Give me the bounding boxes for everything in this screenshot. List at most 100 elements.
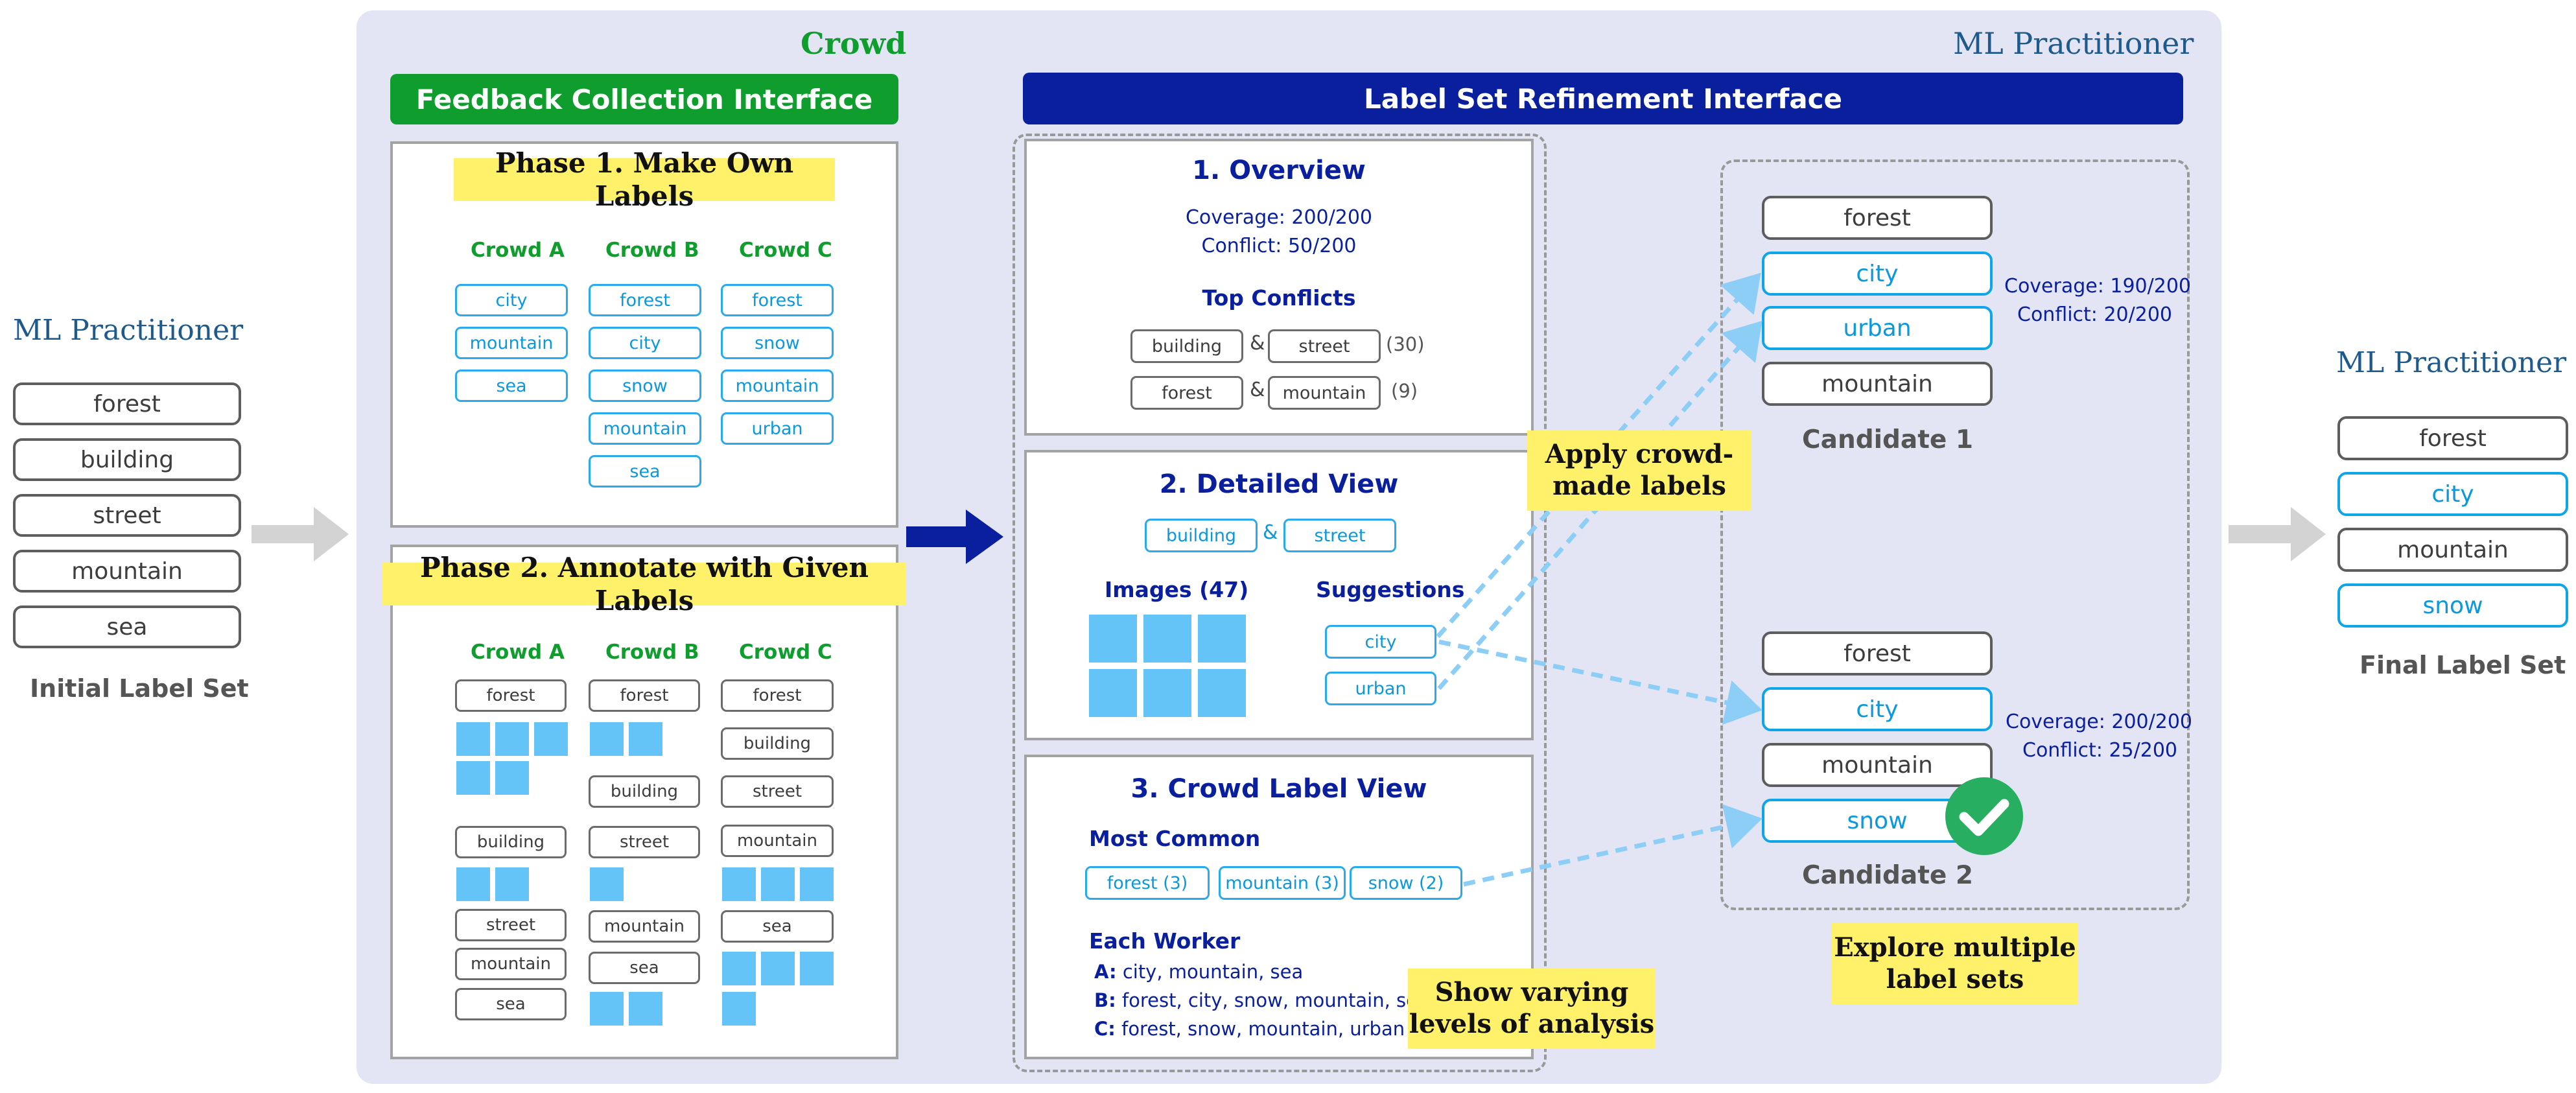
p1-b-label: city — [589, 327, 701, 359]
image-thumb[interactable] — [1143, 615, 1191, 663]
most-common-item[interactable]: forest (3) — [1085, 866, 1210, 900]
p1-b-label: mountain — [589, 412, 701, 445]
p1-c-label: snow — [721, 327, 834, 359]
right-title: ML Practitioner — [2336, 346, 2567, 379]
detailed-amp: & — [1263, 521, 1278, 544]
p2-a-label: mountain — [455, 948, 567, 980]
most-common-item[interactable]: snow (2) — [1350, 866, 1462, 900]
arrow-right-icon — [252, 507, 349, 561]
worker-id: A: — [1094, 961, 1117, 983]
candidate1-label: city — [1762, 252, 1993, 296]
image-thumb — [800, 867, 834, 901]
image-thumb — [590, 992, 624, 1026]
note-explore: Explore multiple label sets — [1832, 923, 2078, 1005]
p1-c-label: mountain — [721, 370, 834, 402]
image-thumb — [629, 992, 662, 1026]
right-label: snow — [2337, 583, 2568, 628]
p2-c-label: forest — [721, 679, 834, 712]
image-thumb — [629, 722, 662, 756]
p1-b-label: snow — [589, 370, 701, 402]
worker-row: B: forest, city, snow, mountain, sea — [1094, 989, 1429, 1011]
candidate2-label: city — [1762, 687, 1993, 731]
image-thumb — [590, 867, 624, 901]
check-circle-icon — [1945, 777, 2023, 855]
p2-a-label: sea — [455, 988, 567, 1020]
image-thumb[interactable] — [1198, 669, 1246, 717]
p1-b-label: forest — [589, 284, 701, 316]
overview-coverage: Coverage: 200/200 — [1185, 206, 1372, 229]
image-thumb — [761, 867, 795, 901]
phase2-crowd-a: Crowd A — [471, 641, 565, 664]
p1-b-label: sea — [589, 455, 701, 488]
suggestion-urban[interactable]: urban — [1325, 672, 1436, 705]
crowd-view-title: 3. Crowd Label View — [1130, 774, 1427, 804]
conflict-label[interactable]: building — [1130, 329, 1243, 363]
p1-a-label: city — [455, 284, 568, 316]
most-common-item[interactable]: mountain (3) — [1219, 866, 1346, 900]
candidate1-conflict: Conflict: 20/200 — [2017, 303, 2172, 326]
image-thumb[interactable] — [1143, 669, 1191, 717]
left-label-building: building — [13, 438, 241, 481]
p2-a-label: street — [455, 909, 567, 941]
image-thumb — [495, 761, 529, 795]
views-outline — [1013, 134, 1547, 1072]
phase1-crowd-a: Crowd A — [471, 239, 565, 262]
left-caption: Initial Label Set — [30, 674, 249, 703]
left-label-mountain: mountain — [13, 550, 241, 593]
right-label: city — [2337, 472, 2568, 516]
candidate2-label: forest — [1762, 631, 1993, 676]
worker-id: C: — [1094, 1018, 1116, 1040]
worker-id: B: — [1094, 989, 1116, 1011]
note-varying: Show varying levels of analysis — [1408, 969, 1656, 1049]
image-thumb — [722, 867, 756, 901]
worker-row: C: forest, snow, mountain, urban — [1094, 1018, 1405, 1040]
image-thumb — [495, 867, 529, 901]
ml-title: ML Practitioner — [1953, 26, 2194, 61]
conflict-label[interactable]: street — [1268, 329, 1381, 363]
image-thumb[interactable] — [1198, 615, 1246, 663]
conflict-label[interactable]: mountain — [1268, 376, 1381, 410]
image-thumb — [800, 952, 834, 985]
suggestion-city[interactable]: city — [1325, 625, 1436, 659]
left-label-sea: sea — [13, 605, 241, 648]
p1-a-label: mountain — [455, 327, 568, 359]
arrow-right-icon — [2229, 507, 2326, 561]
suggestions-label: Suggestions — [1316, 577, 1465, 602]
candidate2-name: Candidate 2 — [1802, 861, 1974, 890]
phase2-crowd-c: Crowd C — [739, 641, 832, 664]
image-thumb[interactable] — [1089, 615, 1137, 663]
overview-conflict: Conflict: 50/200 — [1201, 235, 1357, 257]
left-label-forest: forest — [13, 382, 241, 425]
phase1-crowd-b: Crowd B — [605, 239, 699, 262]
image-thumb — [590, 722, 624, 756]
p2-a-label: building — [455, 826, 567, 858]
worker-row: A: city, mountain, sea — [1094, 961, 1303, 983]
crowd-title: Crowd — [801, 26, 907, 61]
worker-labels: forest, snow, mountain, urban — [1121, 1018, 1405, 1040]
p2-b-label: forest — [589, 679, 700, 712]
conflict-amp: & — [1250, 379, 1265, 401]
p2-b-label: mountain — [589, 910, 700, 943]
right-caption: Final Label Set — [2359, 651, 2566, 679]
candidate1-coverage: Coverage: 190/200 — [2004, 275, 2192, 298]
left-label-street: street — [13, 494, 241, 537]
candidate1-label: mountain — [1762, 362, 1993, 406]
p1-c-label: urban — [721, 412, 834, 445]
left-title: ML Practitioner — [13, 314, 244, 347]
image-thumb — [456, 722, 490, 756]
image-thumb — [534, 722, 568, 756]
p2-a-label: forest — [455, 679, 567, 712]
image-thumb[interactable] — [1089, 669, 1137, 717]
each-worker-label: Each Worker — [1089, 928, 1241, 954]
image-thumb — [456, 761, 490, 795]
arrow-right-icon — [906, 510, 1003, 564]
candidates-outline — [1720, 159, 2190, 910]
image-thumb — [722, 952, 756, 985]
right-label: forest — [2337, 416, 2568, 460]
image-thumb — [761, 952, 795, 985]
detailed-pair-label: street — [1283, 519, 1396, 552]
worker-labels: city, mountain, sea — [1122, 961, 1304, 983]
image-thumb — [722, 992, 756, 1026]
conflict-label[interactable]: forest — [1130, 376, 1243, 410]
